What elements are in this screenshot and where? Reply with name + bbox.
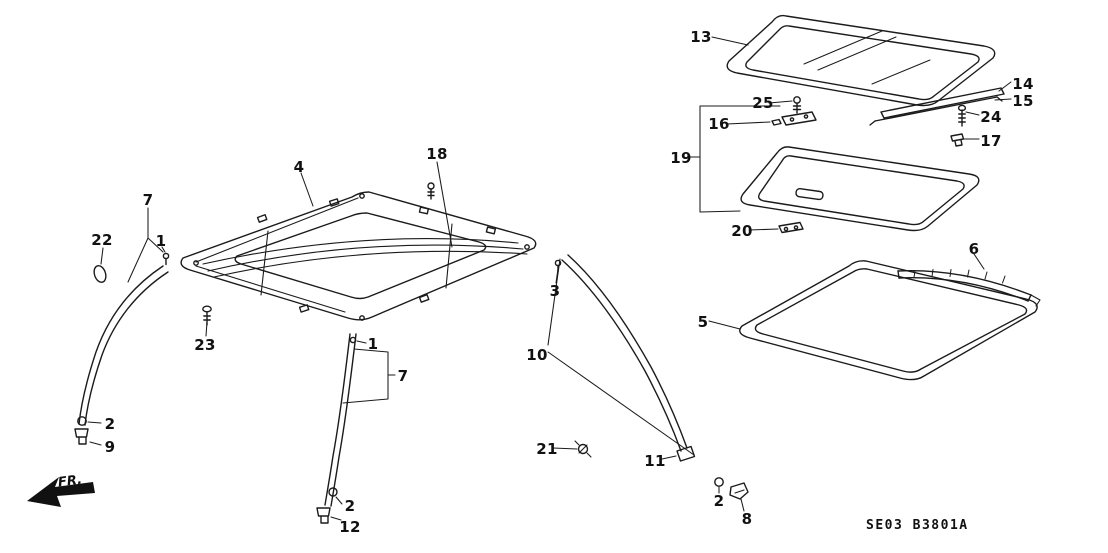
part-label-5: 5 — [697, 313, 709, 331]
elbow-8 — [729, 482, 749, 500]
part-label-19: 19 — [670, 149, 692, 167]
part-label-11: 11 — [644, 452, 666, 470]
part-label-25: 25 — [752, 94, 774, 112]
fr-arrow-icon — [27, 477, 95, 507]
bolt-23 — [202, 305, 212, 326]
part-label-14: 14 — [1012, 75, 1034, 93]
part-label-16: 16 — [708, 115, 730, 133]
drain-tube-left — [74, 265, 169, 445]
part-label-3: 3 — [549, 282, 561, 300]
seal-ring — [739, 260, 1038, 381]
bracket-20 — [778, 221, 804, 234]
seal-strip-6 — [897, 269, 1041, 307]
part-label-2-mid: 2 — [344, 497, 356, 515]
trim-strips — [869, 87, 1005, 126]
part-label-17: 17 — [980, 132, 1002, 150]
clip-21 — [574, 440, 592, 458]
o-ring-22 — [93, 265, 107, 283]
part-label-13: 13 — [690, 28, 712, 46]
drain-tube-middle — [316, 333, 357, 524]
part-label-10: 10 — [526, 346, 548, 364]
part-label-2-right: 2 — [713, 492, 725, 510]
bracket-16 — [771, 111, 817, 126]
part-label-18: 18 — [426, 145, 448, 163]
part-label-21: 21 — [536, 440, 558, 458]
part-label-23: 23 — [194, 336, 216, 354]
screw-18 — [427, 182, 435, 200]
part-label-20: 20 — [731, 222, 753, 240]
bolt-24 — [957, 104, 967, 127]
part-label-1-left: 1 — [155, 232, 167, 250]
sunshade-panel — [740, 146, 980, 232]
diagram-code: SE03 B3801A — [866, 518, 969, 533]
part-label-24: 24 — [980, 108, 1002, 126]
grommet-17 — [950, 133, 965, 147]
part-label-4: 4 — [293, 158, 305, 176]
leader-lines — [87, 36, 1012, 521]
fr-label: FR. — [57, 472, 83, 491]
part-label-22: 22 — [91, 231, 113, 249]
part-label-15: 15 — [1012, 92, 1034, 110]
part-label-9: 9 — [104, 438, 116, 456]
drain-tube-right — [554, 254, 696, 462]
part-label-12: 12 — [339, 518, 361, 536]
stud-1-left — [162, 252, 170, 266]
part-label-2-left: 2 — [104, 415, 116, 433]
part-label-1-mid: 1 — [367, 335, 379, 353]
part-label-8: 8 — [741, 510, 753, 528]
ring-2-right — [714, 477, 724, 487]
part-label-7-mid: 7 — [397, 367, 409, 385]
part-label-6: 6 — [968, 240, 980, 258]
screw-25 — [792, 96, 802, 114]
part-label-7-left: 7 — [142, 191, 154, 209]
glass-panel — [726, 14, 996, 107]
sunroof-frame — [180, 191, 537, 321]
